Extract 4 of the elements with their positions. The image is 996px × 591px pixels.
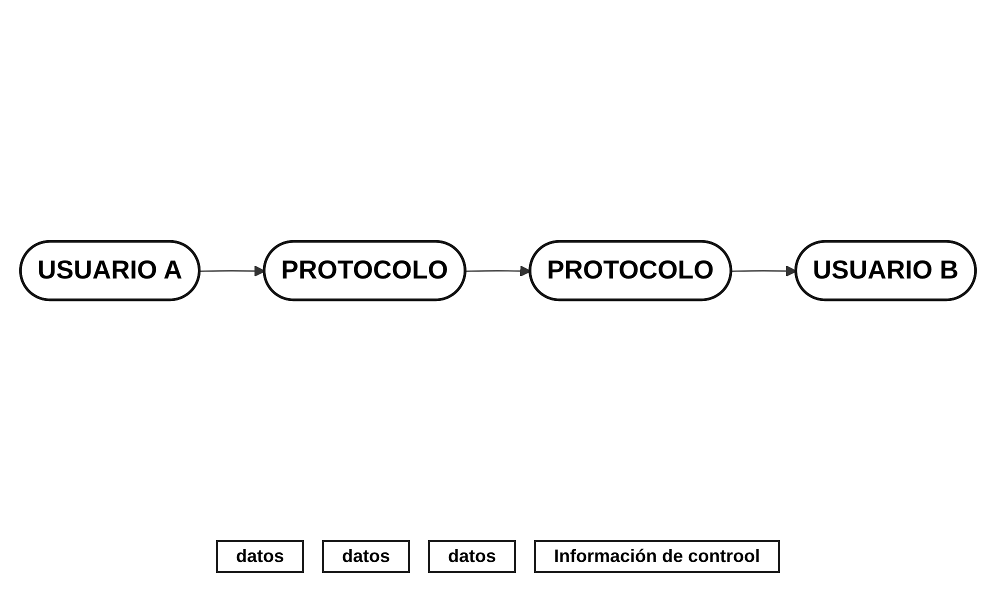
packet-label: Información de controol — [534, 540, 780, 573]
packet-label: datos — [216, 540, 304, 573]
packet-label: datos — [322, 540, 410, 573]
packet-label: datos — [428, 540, 516, 573]
